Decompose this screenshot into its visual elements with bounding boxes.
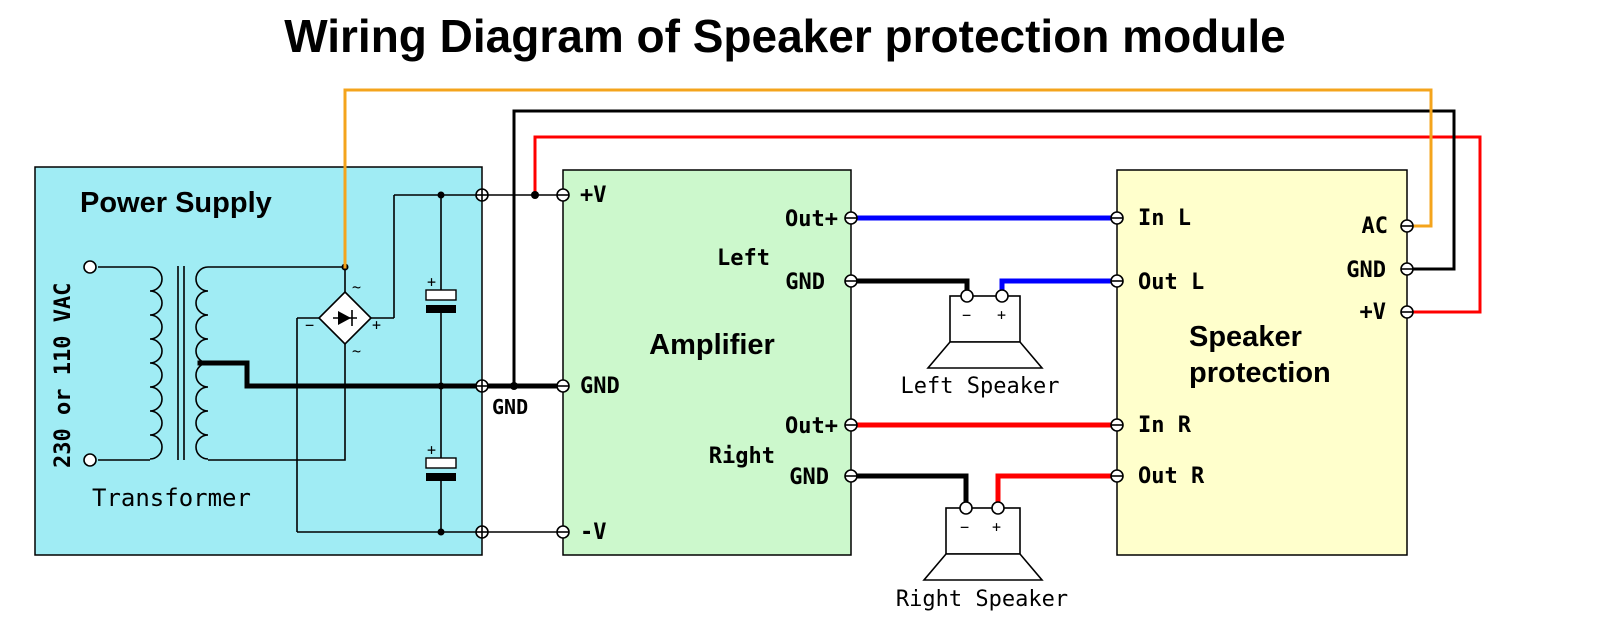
amp-right-out-label: Out+	[785, 414, 838, 439]
protection-ac-label: AC	[1362, 214, 1389, 239]
transformer-symbol	[98, 266, 346, 461]
cap-top-plus-symbol: +	[427, 273, 436, 291]
speaker-protection-block	[1116, 169, 1408, 556]
transformer-label: Transformer	[92, 484, 251, 512]
protection-out-l-label: Out L	[1138, 270, 1204, 295]
wire-ground-supply	[512, 109, 1456, 388]
diagram-title: Wiring Diagram of Speaker protection mod…	[284, 10, 1286, 62]
amp-right-label: Right	[709, 444, 775, 469]
ps-out-gnd-terminal	[475, 379, 489, 393]
ps-out-pos-terminal	[475, 188, 489, 202]
protection-gnd-label: GND	[1346, 258, 1386, 283]
right-speaker: − + Right Speaker	[896, 501, 1068, 612]
bridge-ac-top-symbol: ~	[352, 278, 361, 296]
right-speaker-plus-symbol: +	[992, 518, 1001, 536]
amp-left-out-label: Out+	[785, 207, 838, 232]
ps-out-neg-terminal	[475, 525, 489, 539]
bridge-minus-symbol: −	[305, 316, 314, 334]
wire-left-speaker-plus	[999, 278, 1120, 299]
amp-right-gnd-label: GND	[789, 465, 829, 490]
input-voltage-label: 230 or 110 VAC	[51, 283, 76, 468]
left-speaker-label: Left Speaker	[901, 374, 1060, 399]
bridge-plus-symbol: +	[372, 316, 381, 334]
protection-title-line1: Speaker	[1189, 321, 1302, 353]
right-speaker-minus-symbol: −	[960, 518, 969, 536]
protection-in-r-label: In R	[1138, 413, 1192, 438]
terminals	[83, 188, 1414, 539]
bridge-rectifier: ~ ~ + −	[296, 194, 482, 533]
protection-pos-label: +V	[1360, 300, 1387, 325]
protection-out-r-label: Out R	[1138, 464, 1205, 489]
amp-gnd-terminal-label: GND	[580, 374, 620, 399]
amp-left-gnd-label: GND	[785, 270, 825, 295]
left-speaker-minus-symbol: −	[962, 306, 971, 324]
protection-in-l-label: In L	[1138, 206, 1191, 231]
ps-gnd-label: GND	[492, 395, 528, 419]
left-speaker-plus-symbol: +	[997, 306, 1006, 324]
bridge-ac-bottom-symbol: ~	[352, 342, 361, 360]
wire-right-gnd	[848, 473, 969, 511]
protection-title-line2: protection	[1189, 357, 1331, 389]
amp-neg-terminal-label: -V	[580, 520, 607, 545]
amplifier-block	[562, 169, 852, 556]
power-supply-block	[34, 166, 483, 556]
wire-right-speaker-plus	[995, 473, 1120, 511]
left-speaker: − + Left Speaker	[901, 289, 1060, 399]
power-supply-title: Power Supply	[80, 187, 272, 219]
right-speaker-label: Right Speaker	[896, 587, 1068, 612]
amp-left-label: Left	[717, 246, 770, 271]
cap-bottom-plus-symbol: +	[427, 441, 436, 459]
wire-positive-supply	[533, 135, 1482, 314]
amplifier-title: Amplifier	[649, 329, 775, 361]
amp-pos-terminal-label: +V	[580, 183, 607, 208]
wire-ac-supply	[343, 88, 1433, 269]
wire-left-gnd	[848, 278, 970, 299]
